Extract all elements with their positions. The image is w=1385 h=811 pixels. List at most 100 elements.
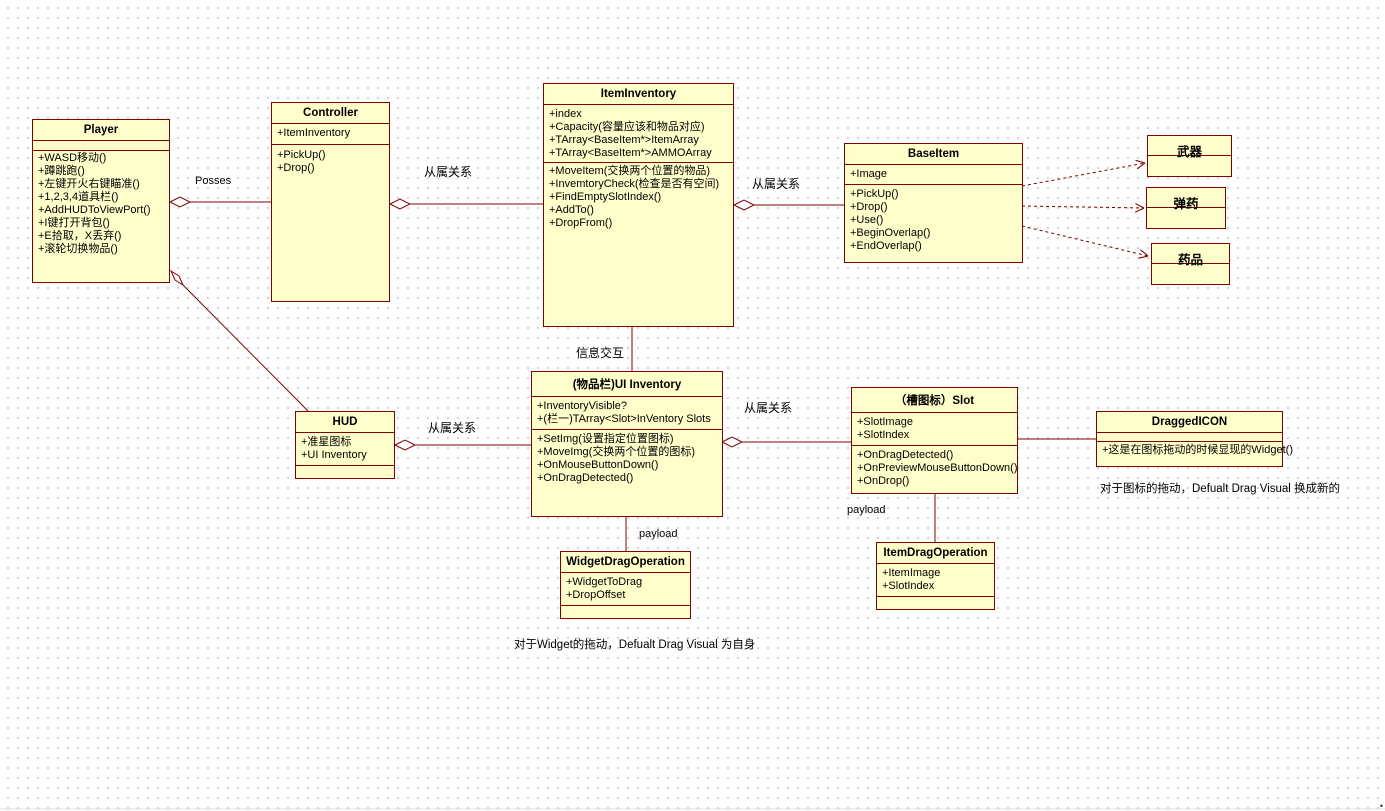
operation: +AddTo() (549, 204, 594, 216)
attribute: +DropOffset (566, 589, 626, 601)
attribute: +index (549, 108, 582, 120)
hud-uiinventory-diamond (393, 439, 417, 451)
operations-section: +OnDragDetected() +OnPreviewMouseButtonD… (852, 446, 1018, 493)
posses-diamond (168, 196, 192, 208)
operation: +Use() (850, 214, 884, 226)
attributes-section: +InventoryVisible? +(栏一)TArray<Slot>InVe… (532, 397, 722, 430)
operation: +OnDragDetected() (537, 472, 634, 484)
class-name: 弹药 (1147, 188, 1225, 211)
operation: +Drop() (277, 162, 315, 174)
attribute: +SlotIndex (857, 429, 910, 441)
operations-section: +PickUp() +Drop() +Use() +BeginOverlap()… (845, 185, 1022, 262)
dragged-icon-class[interactable]: DraggedICON +这是在图标拖动的时候显现的Widget() (1096, 411, 1293, 467)
payload-slot-label: payload (847, 504, 886, 516)
operation: +BeginOverlap() (850, 227, 931, 239)
operation: +Drop() (850, 201, 888, 213)
controller-inventory-diamond (388, 198, 412, 210)
player-hud-diamond (169, 269, 185, 287)
medicine-class[interactable]: 药品 (1151, 243, 1230, 285)
player-hud-connector (182, 284, 310, 413)
class-name: 药品 (1152, 244, 1229, 267)
attribute: +WidgetToDrag (566, 576, 643, 588)
item-inventory-class[interactable]: ItemInventory +index +Capacity(容量应该和物品对应… (543, 83, 734, 327)
ui-inventory-class[interactable]: (物品栏)UI Inventory +InventoryVisible? +(栏… (531, 371, 723, 517)
operation: +PickUp() (277, 149, 326, 161)
operations-section: +PickUp() +Drop() (272, 145, 389, 301)
class-name: DraggedICON (1097, 412, 1282, 433)
icon-drag-note: 对于图标的拖动，Defualt Drag Visual 换成新的 (1100, 483, 1341, 495)
operation: +DropFrom() (549, 217, 613, 229)
operations-section: +WASD移动() +蹲跳跑() +左键开火右键瞄准() +1,2,3,4道具栏… (33, 151, 169, 282)
attribute: +ItemImage (882, 567, 941, 579)
attribute: +准星图标 (301, 436, 352, 448)
operation: +OnPreviewMouseButtonDown() (857, 462, 1018, 474)
operation: +MoveItem(交换两个位置的物品) (549, 165, 711, 177)
attributes-section (1097, 433, 1282, 442)
operation: +OnDragDetected() (857, 449, 954, 461)
class-name: ItemDragOperation (877, 543, 994, 564)
item-drag-operation-class[interactable]: ItemDragOperation +ItemImage +SlotIndex (876, 542, 995, 610)
class-name: Player (33, 120, 169, 141)
attributes-section: +Image (845, 165, 1022, 185)
attribute: +ItemInventory (277, 127, 351, 139)
operations-section (296, 466, 394, 478)
player-class[interactable]: Player +WASD移动() +蹲跳跑() +左键开火右键瞄准() +1,2… (32, 119, 170, 283)
operation: +滚轮切换物品() (38, 243, 118, 255)
attribute: +SlotIndex (882, 580, 935, 592)
operation: +I键打开背包() (38, 217, 110, 229)
operation: +PickUp() (850, 188, 899, 200)
attribute: +TArray<BaseItem*>ItemArray (549, 134, 699, 146)
slot-class[interactable]: （槽图标）Slot +SlotImage +SlotIndex +OnDragD… (851, 387, 1018, 494)
attributes-section: +ItemInventory (272, 124, 389, 145)
posses-label: Posses (195, 175, 232, 187)
operation: +OnMouseButtonDown() (537, 459, 659, 471)
operation: +AddHUDToViewPort() (38, 204, 151, 216)
attribute: +Image (850, 168, 887, 180)
operation: +WASD移动() (38, 152, 107, 164)
operation: +InvemtoryCheck(检查是否有空间) (549, 178, 720, 190)
operation: +E拾取，X丢弃() (38, 230, 122, 242)
attributes-section: +ItemImage +SlotIndex (877, 564, 994, 597)
attributes-section (33, 141, 169, 151)
operation: +FindEmptySlotIndex() (549, 191, 662, 203)
attributes-section: +WidgetToDrag +DropOffset (561, 573, 690, 606)
class-name: ItemInventory (544, 84, 733, 105)
operation: +EndOverlap() (850, 240, 922, 252)
operations-section: +SetImg(设置指定位置图标) +MoveImg(交换两个位置的图标) +O… (532, 430, 722, 516)
operation: +蹲跳跑() (38, 165, 85, 177)
operations-section: +MoveItem(交换两个位置的物品) +InvemtoryCheck(检查是… (544, 163, 733, 326)
attribute: +Capacity(容量应该和物品对应) (549, 121, 705, 133)
class-name: 武器 (1148, 136, 1231, 159)
operations-section (561, 606, 690, 618)
attributes-section: +准星图标 +UI Inventory (296, 433, 394, 466)
attributes-section: +index +Capacity(容量应该和物品对应) +TArray<Base… (544, 105, 733, 163)
info-exchange-label: 信息交互 (576, 346, 625, 360)
widget-drag-note: 对于Widget的拖动，Defualt Drag Visual 为自身 (514, 639, 756, 651)
uiinventory-slot-diamond (720, 436, 744, 448)
attribute: +TArray<BaseItem*>AMMOArray (549, 147, 712, 159)
widget-drag-operation-class[interactable]: WidgetDragOperation +WidgetToDrag +DropO… (560, 551, 691, 619)
attribute: +InventoryVisible? (537, 400, 627, 412)
operation: +SetImg(设置指定位置图标) (537, 433, 674, 445)
ammo-class[interactable]: 弹药 (1146, 187, 1226, 229)
class-name: (物品栏)UI Inventory (532, 372, 722, 397)
hud-uiinventory-label: 从属关系 (428, 421, 477, 435)
operations-section: +这是在图标拖动的时候显现的Widget() (1097, 442, 1293, 466)
controller-inventory-label: 从属关系 (424, 165, 473, 179)
operation: +这是在图标拖动的时候显现的Widget() (1102, 444, 1293, 456)
attribute: +(栏一)TArray<Slot>InVentory Slots (537, 413, 711, 425)
operations-section (877, 597, 994, 609)
baseitem-ammo-dependency (1021, 206, 1144, 208)
baseitem-weapon-dependency (1021, 163, 1145, 187)
weapon-class[interactable]: 武器 (1147, 135, 1232, 177)
attribute: +SlotImage (857, 416, 913, 428)
payload-widget-label: payload (639, 528, 678, 540)
controller-class[interactable]: Controller +ItemInventory +PickUp() +Dro… (271, 102, 390, 302)
class-name: BaseItem (845, 144, 1022, 165)
uiinventory-slot-label: 从属关系 (744, 401, 793, 415)
base-item-class[interactable]: BaseItem +Image +PickUp() +Drop() +Use()… (844, 143, 1023, 263)
class-name: （槽图标）Slot (852, 388, 1017, 413)
class-name: WidgetDragOperation (561, 552, 690, 573)
operation: +左键开火右键瞄准() (38, 178, 140, 190)
hud-class[interactable]: HUD +准星图标 +UI Inventory (295, 411, 395, 479)
